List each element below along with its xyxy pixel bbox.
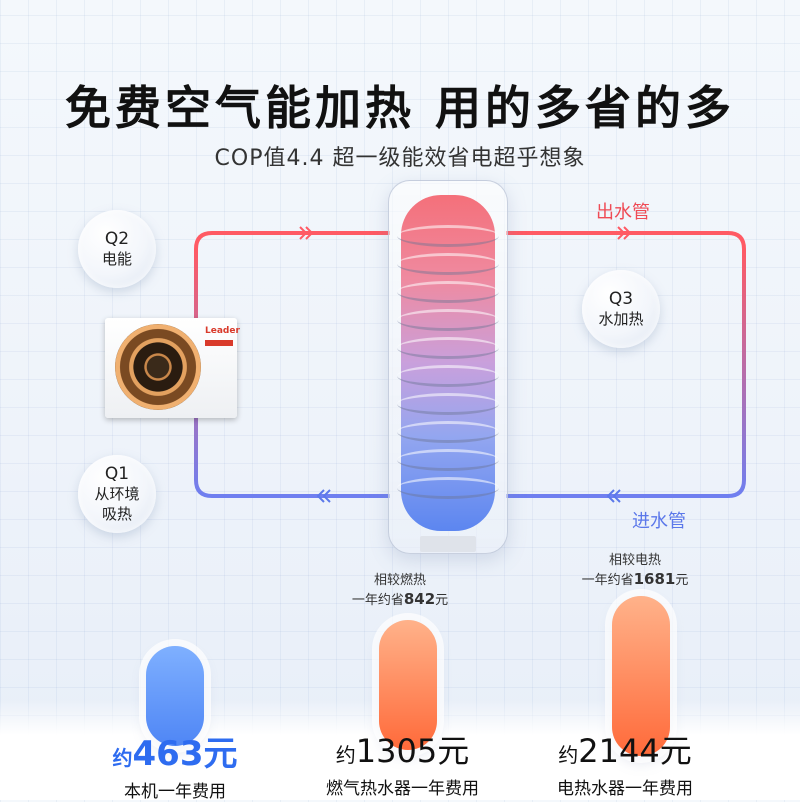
brand-strip [205, 340, 233, 346]
price-this-unit: 约463元 本机一年费用 [80, 726, 270, 802]
bubble-q1-id: Q1 [104, 464, 130, 484]
bubble-q1: Q1 从环境 吸热 [78, 455, 156, 533]
coil-ring [397, 281, 499, 303]
water-tank [388, 180, 508, 554]
elec-note-amount: 1681 [633, 570, 676, 588]
right-pipe [506, 249, 746, 498]
hot-pipe-left [194, 231, 390, 250]
bar-gas-heater [379, 620, 437, 750]
headline: 免费空气能加热 用的多省的多 [64, 81, 735, 135]
gas-note-amount: 842 [403, 590, 436, 608]
bubble-q2-id: Q2 [104, 229, 130, 249]
bubble-q3-id: Q3 [608, 289, 634, 309]
coil-ring [397, 477, 499, 499]
price-this-prefix: 约 [112, 746, 133, 770]
gas-note-suffix: 元 [435, 593, 449, 608]
bubble-q1-line2: 吸热 [101, 505, 132, 523]
elec-note-suffix: 元 [675, 573, 689, 588]
hot-pipe-right [506, 231, 746, 250]
coil-ring [397, 421, 499, 443]
price-electric-heater: 约2144元 电热水器一年费用 [530, 726, 720, 799]
bubble-q3: Q3 水加热 [582, 270, 660, 348]
bubble-q1-line1: 从环境 [94, 485, 140, 503]
coil-ring [397, 309, 499, 331]
coil-ring [397, 253, 499, 275]
arrow-icon [316, 489, 621, 503]
bubble-q3-text: 水加热 [598, 310, 644, 328]
elec-note-prefix: 一年约省 [581, 573, 634, 588]
elec-note-line1: 相较电热 [608, 553, 661, 568]
coil-ring [397, 225, 499, 247]
price-this-value: 463元 [132, 734, 238, 774]
price-elec-caption: 电热水器一年费用 [557, 779, 693, 799]
price-this-caption: 本机一年费用 [124, 782, 226, 802]
bar-this-unit [146, 646, 204, 746]
bar-electric-heater [612, 596, 670, 756]
price-elec-value: 2144元 [578, 732, 692, 770]
price-gas-prefix: 约 [335, 743, 356, 767]
coil-ring [397, 449, 499, 471]
price-elec-prefix: 约 [558, 743, 579, 767]
fan-icon [115, 324, 201, 410]
outdoor-unit: Leader [105, 318, 240, 418]
bubble-q2: Q2 电能 [78, 210, 156, 288]
price-gas-heater: 约1305元 燃气热水器一年费用 [295, 726, 510, 799]
arrow-icon [299, 226, 632, 240]
outlet-pipe-label: 出水管 [596, 202, 650, 223]
coil-ring [397, 337, 499, 359]
electric-saving-note: 相较电热 一年约省1681元 [570, 552, 700, 590]
bubble-q2-text: 电能 [101, 250, 132, 268]
tank-water-gradient [397, 195, 499, 531]
subheadline: COP值4.4 超一级能效省电超乎想象 [214, 146, 586, 171]
price-gas-value: 1305元 [355, 732, 470, 770]
gas-note-prefix: 一年约省 [351, 593, 404, 608]
brand-logo: Leader [205, 326, 240, 336]
coil-ring [397, 365, 499, 387]
price-gas-caption: 燃气热水器一年费用 [326, 779, 479, 799]
gas-saving-note: 相较燃热 一年约省842元 [335, 572, 465, 610]
gas-note-line1: 相较燃热 [373, 573, 426, 588]
coil-ring [397, 393, 499, 415]
tank-base [420, 536, 476, 552]
left-pipe [194, 249, 390, 498]
inlet-pipe-label: 进水管 [632, 511, 686, 532]
